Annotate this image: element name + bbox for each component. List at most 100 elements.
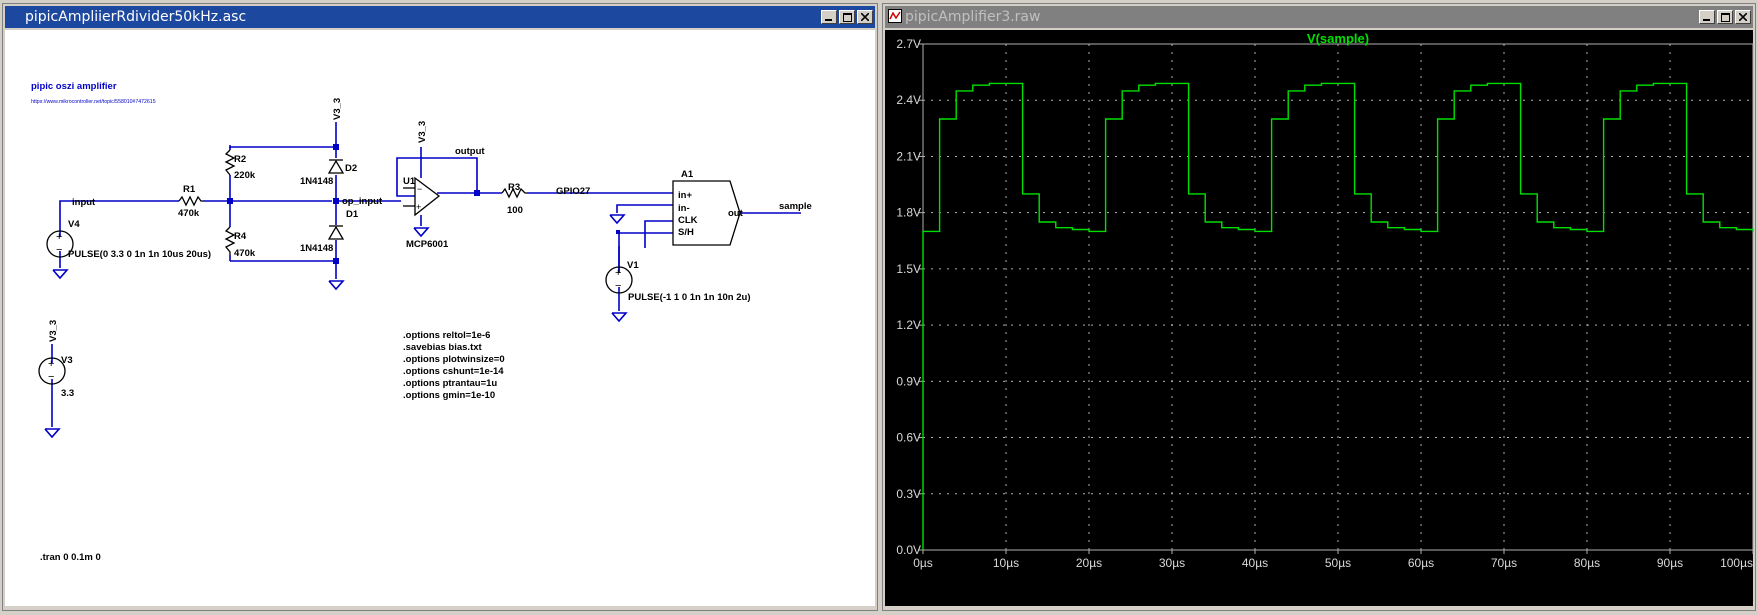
- waveform-plot[interactable]: 0.0V0.3V0.6V0.9V1.2V1.5V1.8V2.1V2.4V2.7V…: [885, 30, 1755, 608]
- net-input: input: [72, 197, 96, 208]
- resistor-r2: [224, 149, 236, 176]
- a1-pin-clk: CLK: [678, 215, 698, 226]
- net-v3-3-v3: V3_3: [48, 320, 59, 342]
- v4-value: PULSE(0 3.3 0 1n 1n 10us 20us): [68, 249, 211, 260]
- r2-name: R2: [234, 154, 246, 165]
- v1-value: PULSE(-1 1 0 1n 1n 10n 2u): [628, 292, 750, 303]
- schematic-window[interactable]: pipicAmpliierRdivider50kHz.asc: [2, 3, 878, 611]
- waveform-window-title: pipicAmplifier3.raw: [905, 9, 1041, 25]
- a1-pin-sh: S/H: [678, 227, 694, 238]
- net-v3-3-u1: V3_3: [417, 121, 428, 143]
- r1-name: R1: [183, 184, 196, 195]
- y-tick-label: 1.8V: [896, 206, 921, 220]
- close-icon: [1739, 13, 1747, 21]
- junction-dots: [227, 144, 620, 264]
- minimize-button[interactable]: [821, 10, 837, 24]
- directive-line[interactable]: .options ptrantau=1u: [403, 378, 497, 389]
- minimize-button[interactable]: [1699, 10, 1715, 24]
- close-button[interactable]: [857, 10, 873, 24]
- y-tick-label: 1.5V: [896, 262, 921, 276]
- net-op-input: op_input: [342, 196, 383, 207]
- x-tick-label: 10µs: [993, 556, 1019, 570]
- waveform-app-icon: [888, 9, 902, 23]
- a1-pin-inplus: in+: [678, 190, 692, 201]
- y-tick-label: 0.6V: [896, 431, 921, 445]
- svg-text:−: −: [615, 280, 621, 292]
- net-output: output: [455, 146, 485, 157]
- resistor-r3: [501, 187, 527, 199]
- maximize-button[interactable]: [839, 10, 855, 24]
- minimize-icon: [825, 19, 832, 21]
- sample-hold-a1: [672, 180, 741, 246]
- traces[interactable]: [922, 82, 1754, 550]
- net-gpio27: GPIO27: [556, 186, 590, 197]
- svg-text:+: +: [615, 267, 621, 279]
- v3-value: 3.3: [61, 388, 74, 399]
- y-tick-label: 0.3V: [896, 487, 921, 501]
- schematic-heading: pipic oszi amplifier: [31, 81, 117, 92]
- diodes: [327, 159, 345, 240]
- directive-line[interactable]: .savebias bias.txt: [403, 342, 483, 353]
- waveform-window[interactable]: pipicAmplifier3.raw 0.0V 0.3V 0.6V 0.9V 1.2V…: [882, 3, 1756, 611]
- y-tick-label: 0.9V: [896, 374, 921, 388]
- x-tick-label: 70µs: [1491, 556, 1517, 570]
- directive-line[interactable]: .options plotwinsize=0: [403, 354, 505, 365]
- schematic-drawing[interactable]: − + +− +− +− pipic oszi amplifier https:…: [5, 30, 877, 608]
- y-tick-label: 2.7V: [896, 37, 921, 51]
- source-v4: [46, 230, 74, 258]
- directive-line[interactable]: .options gmin=1e-10: [403, 390, 495, 401]
- x-tick-label: 60µs: [1408, 556, 1434, 570]
- diode-d1: [327, 225, 345, 240]
- directive-line[interactable]: .options cshunt=1e-14: [403, 366, 504, 377]
- a1-name: A1: [681, 169, 694, 180]
- schematic-url[interactable]: https://www.mikrocontroller.net/topic/55…: [31, 99, 156, 105]
- net-v3-3-d2: V3_3: [332, 98, 343, 120]
- r4-name: R4: [234, 231, 247, 242]
- opamp-u1: [403, 176, 441, 217]
- x-tick-label: 90µs: [1657, 556, 1683, 570]
- x-tick-label: 50µs: [1325, 556, 1351, 570]
- y-tick-label: 1.2V: [896, 318, 921, 332]
- d1-model: 1N4148: [300, 243, 333, 254]
- waveform-titlebar[interactable]: pipicAmplifier3.raw: [885, 6, 1753, 28]
- y-tick-label: 0.0V: [896, 543, 921, 557]
- r3-name: R3: [508, 182, 520, 193]
- voltage-sources: [38, 230, 633, 385]
- v3-name: V3: [61, 355, 73, 366]
- tran-directive[interactable]: .tran 0 0.1m 0: [40, 552, 101, 563]
- maximize-icon: [842, 12, 852, 22]
- d2-model: 1N4148: [300, 176, 333, 187]
- schematic-titlebar[interactable]: pipicAmpliierRdivider50kHz.asc: [5, 6, 875, 28]
- close-button[interactable]: [1735, 10, 1751, 24]
- minimize-icon: [1703, 19, 1710, 21]
- d2-name: D2: [345, 163, 357, 174]
- a1-pin-inminus: in-: [678, 203, 690, 214]
- r3-value: 100: [507, 205, 523, 216]
- svg-text:+: +: [48, 358, 54, 370]
- x-tick-label: 0µs: [913, 556, 933, 570]
- schematic-canvas[interactable]: − + +− +− +− pipic oszi amplifier https:…: [5, 30, 875, 606]
- plot-grid: [922, 43, 1754, 551]
- diode-d2: [327, 159, 345, 174]
- u1-name: U1: [403, 176, 416, 187]
- directive-line[interactable]: .options reltol=1e-6: [403, 330, 490, 341]
- schematic-window-title: pipicAmpliierRdivider50kHz.asc: [25, 9, 247, 25]
- trace-v-sample[interactable]: [922, 82, 1754, 550]
- net-sample: sample: [779, 201, 812, 212]
- x-tick-label: 40µs: [1242, 556, 1268, 570]
- trace-title[interactable]: V(sample): [1307, 31, 1369, 46]
- a1-pin-out: out: [728, 208, 744, 219]
- x-tick-label: 80µs: [1574, 556, 1600, 570]
- resistor-r1: [178, 195, 203, 207]
- spice-directives[interactable]: .options reltol=1e-6 .savebias bias.txt …: [40, 330, 505, 563]
- resistors: [178, 149, 527, 255]
- r1-value: 470k: [178, 208, 200, 219]
- x-tick-label: 20µs: [1076, 556, 1102, 570]
- maximize-button[interactable]: [1717, 10, 1733, 24]
- r4-value: 470k: [234, 248, 256, 259]
- u1-model: MCP6001: [406, 239, 449, 250]
- d1-name: D1: [346, 209, 359, 220]
- svg-text:−: −: [48, 371, 54, 383]
